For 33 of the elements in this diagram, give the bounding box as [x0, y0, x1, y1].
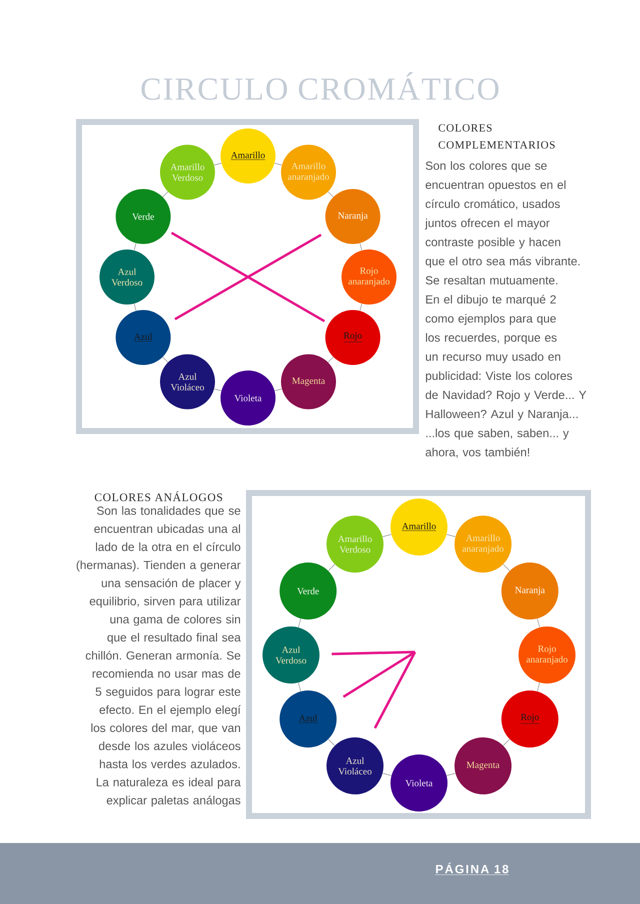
section-heading: COLORES COMPLEMENTARIOS — [438, 124, 555, 149]
ring-segment — [503, 564, 510, 571]
section-heading: COLORES ANÁLOGOS — [94, 491, 222, 502]
ring-segment — [382, 534, 392, 537]
ring-segment — [298, 618, 301, 628]
ring-segment — [537, 618, 540, 628]
ring-segment — [274, 162, 282, 166]
ring-segment — [446, 773, 456, 776]
ring-segment — [360, 242, 362, 251]
ring-segment — [134, 242, 136, 251]
ring-segment — [360, 303, 362, 312]
ring-segment — [134, 303, 136, 312]
ring-segment — [328, 564, 335, 571]
connector-line — [332, 650, 416, 656]
ring-segment — [503, 739, 510, 746]
connector-line — [374, 651, 416, 729]
ring-segment — [214, 388, 222, 392]
paragraph: Son las tonalidades que se encuentran ubicadas una al lado de la otra en el círculo (hermanas). Tienden a generar una sensación de placer y equilibrio, sirven para utilizar una gama de colores sin que el resultado final sea chillón. Generan armonía. Se recomienda no usar mas de 5 seguidos para lograr este efecto. En el ejemplo elegí los colores del mar, que van desde los azules violáceos hasta los verdes azulados. La naturaleza es ideal para explicar paletas análogas — [76, 506, 241, 807]
ring-segment — [446, 534, 456, 537]
connector-line — [342, 650, 416, 698]
ring-segment — [328, 739, 335, 746]
ring-segment — [162, 191, 168, 198]
paragraph: Son los colores que se encuentran opuestos en el círculo cromático, usados juntos ofrecen el mayor contraste posible y hacen que el otro sea más vibrante. Se resaltan mutuamente. En el dibujo te marqué 2 como ejemplos para que los recuerdes, porque es un recurso muy usado en publicidad: Viste los colores de Navidad? Rojo y Verde... Y Halloween? Azul y Naranja... ...los que saben, saben... y ahora, vos también! — [424, 161, 586, 458]
ring-segment — [298, 682, 301, 692]
page-number: PÁGINA 18 — [435, 862, 509, 875]
ring-segment — [214, 162, 222, 166]
ring-segment — [328, 191, 334, 198]
ring-segment — [162, 356, 168, 363]
title: CIRCULO CROMÁTICO — [141, 72, 498, 100]
ring-segment — [382, 773, 392, 776]
ring-segment — [328, 356, 334, 363]
ring-segment — [274, 388, 282, 392]
ring-segment — [537, 682, 540, 692]
